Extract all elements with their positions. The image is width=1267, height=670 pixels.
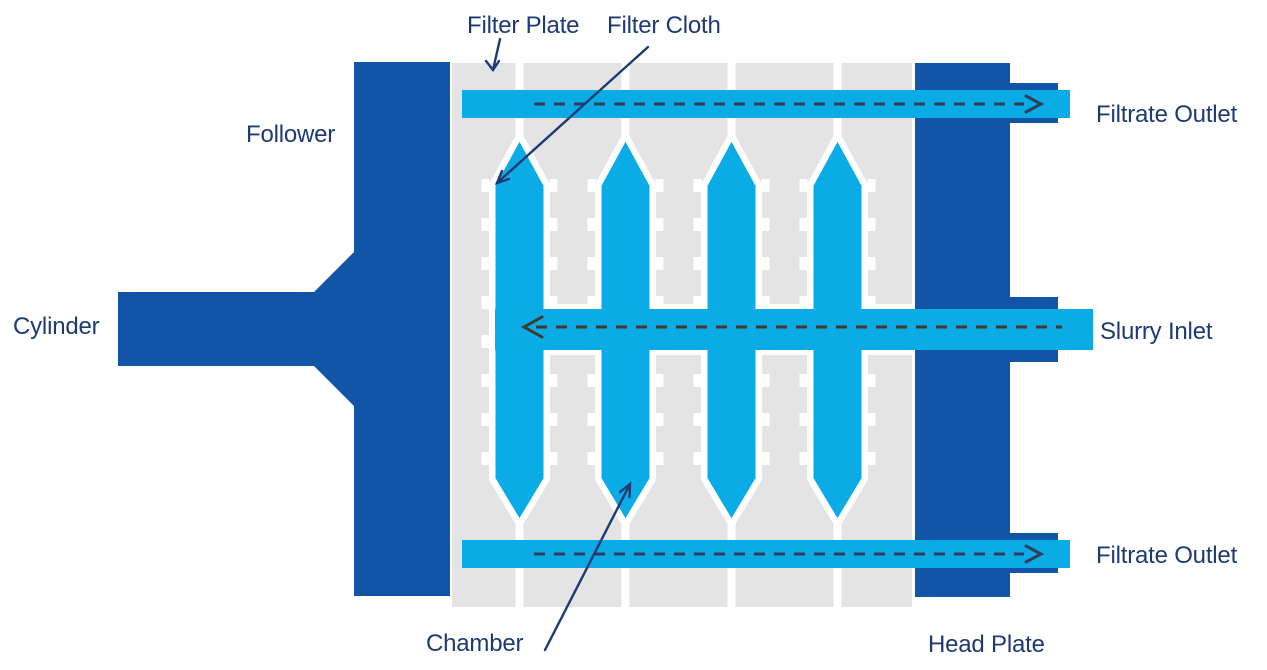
filter-plate-arrowhead [484, 59, 501, 73]
cylinder-assembly [118, 62, 450, 596]
filter-cloth-arrow [495, 45, 650, 185]
label-filtrate-outlet-bottom: Filtrate Outlet [1096, 542, 1238, 569]
label-arrows [484, 37, 650, 652]
pipes [462, 90, 1093, 568]
slurry-flow-arrowhead [520, 315, 544, 339]
label-slurry-inlet: Slurry Inlet [1100, 318, 1213, 345]
cylinder-rod-shape [118, 252, 354, 406]
chamber-fill [601, 142, 650, 518]
label-chamber: Chamber [426, 630, 524, 657]
slurry-inlet-pipe [495, 309, 1093, 350]
label-filter-plate: Filter Plate [467, 12, 579, 39]
chamber-fill [813, 142, 862, 518]
chamber-fill [707, 142, 756, 518]
chamber-arrow [543, 482, 632, 652]
label-filter-cloth: Filter Cloth [607, 12, 721, 39]
labels: Filter Plate Filter Cloth Follower Cylin… [13, 12, 1238, 658]
filter-cloth-arrowhead [494, 169, 511, 185]
label-filtrate-outlet-top: Filtrate Outlet [1096, 101, 1238, 128]
flow-arrows [520, 94, 1062, 564]
label-head-plate: Head Plate [928, 631, 1045, 658]
chamber-arrowhead [618, 481, 632, 499]
label-cylinder: Cylinder [13, 313, 100, 340]
filtrate-flow-bottom-arrowhead [1024, 544, 1045, 564]
follower-plate-shape [354, 62, 450, 596]
filter-plate-arrow [491, 37, 502, 72]
filtrate-flow-top-arrowhead [1024, 94, 1045, 114]
label-follower: Follower [246, 121, 335, 148]
chamber-fill [495, 142, 544, 518]
